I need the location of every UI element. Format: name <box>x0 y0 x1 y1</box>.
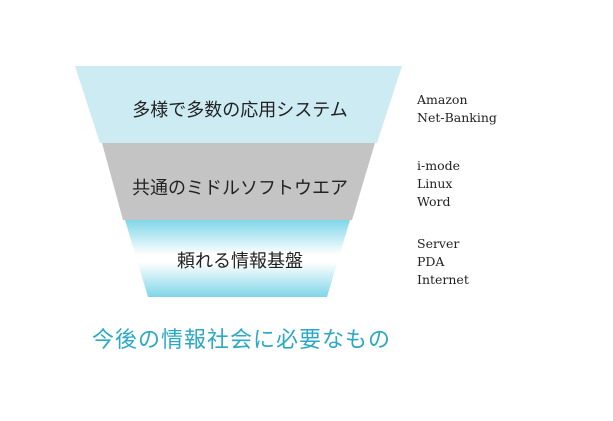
example-item: Net-Banking <box>417 110 497 125</box>
example-item: Amazon <box>417 92 468 107</box>
funnel-band-bottom <box>125 220 350 297</box>
examples-top: Amazon Net-Banking <box>417 91 497 127</box>
layer-label-middle: 共通のミドルソフトウエア <box>132 178 348 199</box>
examples-bottom: Server PDA Internet <box>417 235 469 289</box>
example-item: i-mode <box>417 158 460 173</box>
examples-middle: i-mode Linux Word <box>417 157 460 211</box>
example-item: Word <box>417 194 451 209</box>
caption: 今後の情報社会に必要なもの <box>92 328 392 353</box>
layer-label-bottom: 頼れる情報基盤 <box>177 251 303 272</box>
example-item: PDA <box>417 254 445 269</box>
example-item: Internet <box>417 272 469 287</box>
layer-label-top: 多様で多数の応用システム <box>132 100 348 121</box>
example-item: Server <box>417 236 460 251</box>
funnel-band-middle <box>102 143 375 220</box>
funnel-band-top <box>75 66 402 143</box>
example-item: Linux <box>417 176 453 191</box>
